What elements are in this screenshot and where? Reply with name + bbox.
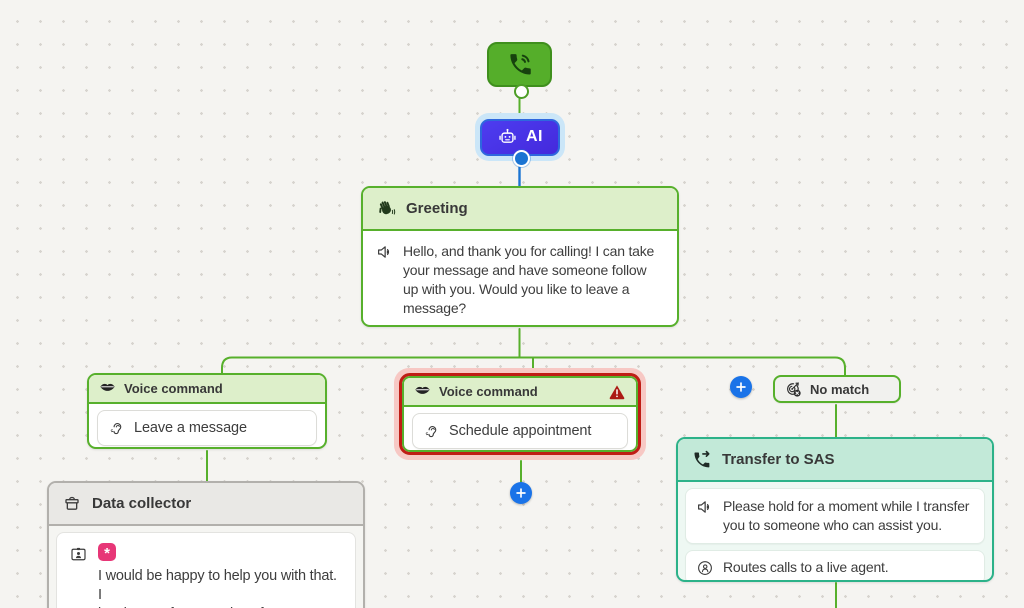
command-label: Schedule appointment <box>449 423 592 439</box>
greeting-header[interactable]: Greeting <box>363 188 677 231</box>
speaker-icon <box>698 501 710 513</box>
id-card-icon <box>71 547 86 561</box>
wave-hand-icon <box>379 200 396 215</box>
lips-icon <box>415 386 430 394</box>
node-title: Data collector <box>92 495 192 512</box>
voice-command-center-node[interactable]: Voice command Sc <box>402 376 638 452</box>
no-match-label: No match <box>810 381 870 397</box>
voice-command-left-node[interactable]: Voice command Leave a message <box>87 373 327 449</box>
data-collector-header[interactable]: Data collector <box>49 483 363 526</box>
phone-call-icon <box>510 54 531 75</box>
required-badge: * <box>98 543 116 561</box>
transfer-body: Please hold for a moment while I transfe… <box>678 482 992 580</box>
node-title: Greeting <box>406 200 468 217</box>
transfer-header[interactable]: Transfer to SAS <box>678 439 992 482</box>
command-chip[interactable]: Schedule appointment <box>412 413 628 449</box>
plus-icon <box>736 382 746 392</box>
data-collector-card[interactable]: * I would be happy to help you with that… <box>56 532 356 608</box>
plus-icon <box>516 488 526 498</box>
command-label: Leave a message <box>134 420 247 436</box>
lips-icon <box>100 383 115 391</box>
transfer-description: Routes calls to a live agent. <box>723 559 889 575</box>
speaker-icon <box>378 246 390 258</box>
ear-icon <box>110 422 122 434</box>
node-title: Voice command <box>439 384 538 399</box>
error-ring: Voice command Sc <box>399 373 641 455</box>
node-title: Voice command <box>124 381 223 396</box>
no-match-node[interactable]: No match <box>773 375 901 403</box>
data-collector-node[interactable]: Data collector * I would be happy to hel… <box>47 481 365 608</box>
transfer-message: Please hold for a moment while I transfe… <box>723 498 970 533</box>
add-node-button[interactable] <box>510 482 532 504</box>
transfer-agent-row[interactable]: Routes calls to a live agent. <box>685 550 985 580</box>
storage-box-icon <box>65 496 79 510</box>
ear-icon <box>425 425 437 437</box>
data-collector-body: * I would be happy to help you with that… <box>49 526 363 608</box>
transfer-message-row[interactable]: Please hold for a moment while I transfe… <box>685 488 985 544</box>
command-chip[interactable]: Leave a message <box>97 410 317 446</box>
greeting-body: Hello, and thank you for calling! I can … <box>363 231 677 325</box>
output-port-dot[interactable] <box>514 84 529 99</box>
phone-forward-icon <box>694 450 710 468</box>
robot-icon <box>499 128 516 143</box>
ai-node-selection-halo: AI <box>475 113 565 161</box>
add-branch-button[interactable] <box>730 376 752 398</box>
transfer-node[interactable]: Transfer to SAS Please hold for a moment… <box>676 437 994 582</box>
voice-command-header[interactable]: Voice command <box>404 378 636 407</box>
warning-icon <box>609 384 625 399</box>
ai-output-port-dot[interactable] <box>513 150 530 167</box>
voice-command-header[interactable]: Voice command <box>89 375 325 404</box>
voice-command-error-halo: Voice command Sc <box>394 368 646 460</box>
start-call-node[interactable] <box>487 42 552 87</box>
ai-node[interactable]: AI <box>480 118 560 156</box>
greeting-message: Hello, and thank you for calling! I can … <box>403 243 655 316</box>
greeting-node[interactable]: Greeting Hello, and thank you for callin… <box>361 186 679 327</box>
no-match-target-icon <box>787 382 801 397</box>
agent-head-icon <box>698 560 712 575</box>
node-title: Transfer to SAS <box>722 451 835 468</box>
ai-node-label: AI <box>526 128 543 145</box>
data-collector-message: I would be happy to help you with that. … <box>98 568 337 608</box>
